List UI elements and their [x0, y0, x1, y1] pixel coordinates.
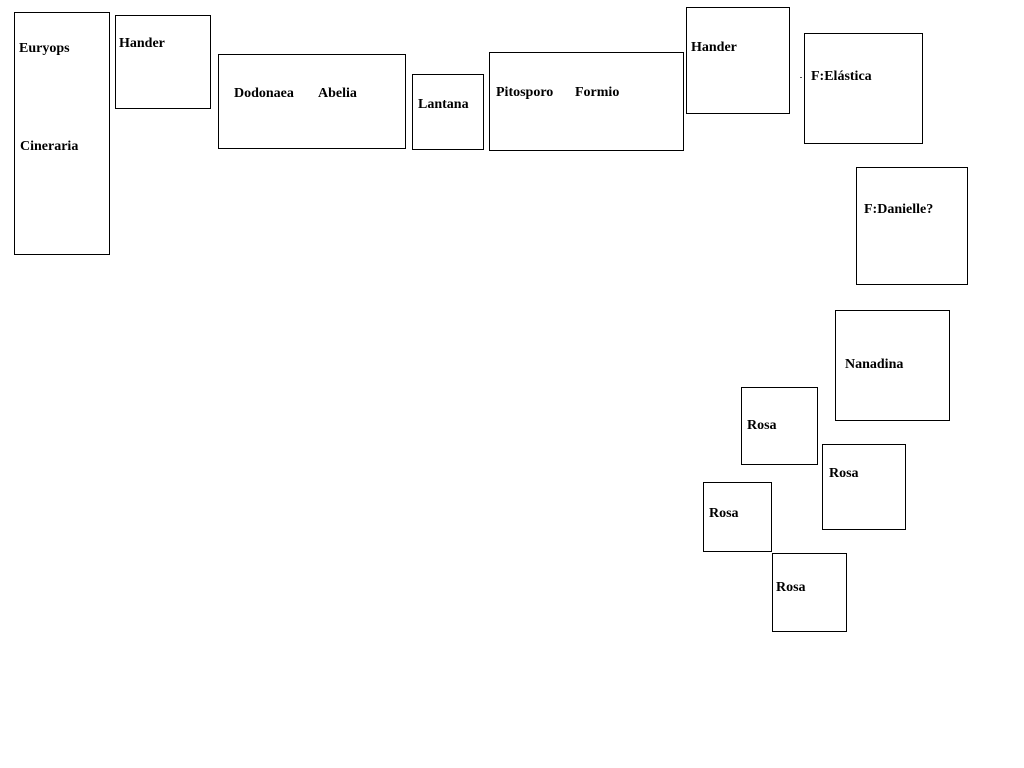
plant-bed-euryops-cineraria	[14, 12, 110, 255]
plant-label-rosa-2: Rosa	[829, 466, 859, 481]
plant-label-formio: Formio	[575, 85, 620, 100]
plant-bed-f-elastica	[804, 33, 923, 144]
plant-label-euryops: Euryops	[19, 41, 70, 56]
plant-label-hander-right: Hander	[691, 40, 737, 55]
plant-label-rosa-3: Rosa	[709, 506, 739, 521]
plant-bed-lantana	[412, 74, 484, 150]
plant-label-lantana: Lantana	[418, 97, 469, 112]
plant-label-dodonaea: Dodonaea	[234, 86, 294, 101]
plant-bed-hander-left	[115, 15, 211, 109]
plant-label-f-danielle: F:Danielle?	[864, 202, 934, 217]
plant-label-rosa-4: Rosa	[776, 580, 806, 595]
plant-label-cineraria: Cineraria	[20, 139, 79, 154]
plant-bed-f-danielle	[856, 167, 968, 285]
plant-label-nanadina: Nanadina	[845, 357, 904, 372]
plant-bed-rosa-2	[822, 444, 906, 530]
plant-bed-dodonaea-abelia	[218, 54, 406, 149]
plant-bed-rosa-1	[741, 387, 818, 465]
plant-label-pitosporo: Pitosporo	[496, 85, 554, 100]
plant-bed-rosa-4	[772, 553, 847, 632]
plant-label-rosa-1: Rosa	[747, 418, 777, 433]
plant-label-f-elastica: F:Elástica	[811, 69, 872, 84]
plant-label-abelia: Abelia	[318, 86, 357, 101]
plant-bed-pitosporo-formio	[489, 52, 684, 151]
plant-label-hander-left: Hander	[119, 36, 165, 51]
plant-bed-rosa-3	[703, 482, 772, 552]
plant-bed-nanadina	[835, 310, 950, 421]
plant-bed-hander-right	[686, 7, 790, 114]
stray-mark	[800, 77, 802, 78]
